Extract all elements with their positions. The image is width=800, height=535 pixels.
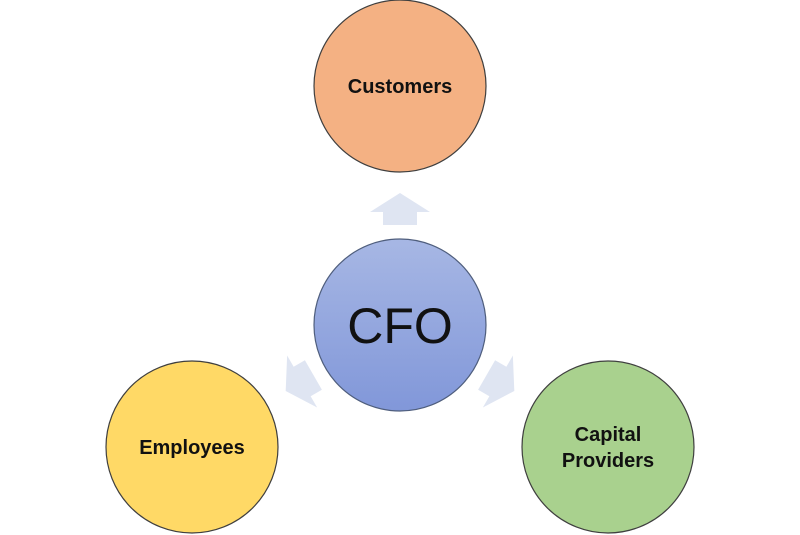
employees-circle (105, 360, 279, 534)
arrow-to-customers (370, 193, 430, 225)
capital-providers-label-line1: Capital (575, 424, 642, 446)
capital-providers-circle (521, 360, 695, 534)
node-capital-providers: Capital Providers (521, 360, 695, 534)
customers-circle (313, 0, 487, 173)
cfo-label: CFO (347, 298, 453, 354)
node-employees: Employees (105, 360, 279, 534)
node-customers: Customers (313, 0, 487, 173)
node-cfo: CFO (313, 238, 487, 412)
capital-providers-label-line2: Providers (562, 450, 654, 472)
employees-label: Employees (139, 437, 245, 459)
cfo-circle (313, 238, 487, 412)
arrow-to-capital-providers (478, 355, 515, 408)
arrow-to-employees (285, 355, 322, 408)
customers-label: Customers (348, 76, 452, 98)
